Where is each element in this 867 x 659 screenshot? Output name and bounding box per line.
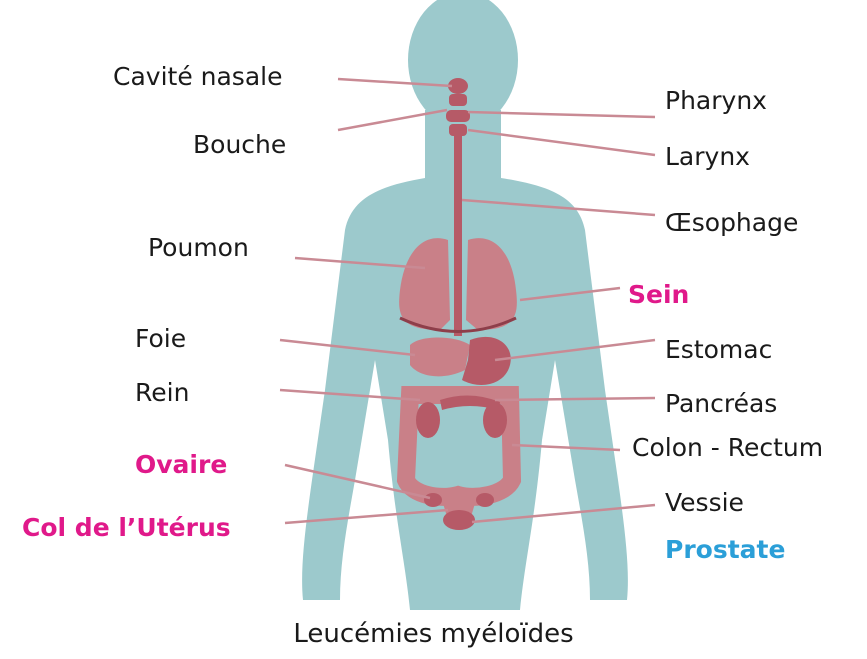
label-ovaire: Ovaire (135, 450, 227, 480)
label-bouche: Bouche (193, 130, 286, 160)
liver-organ (410, 338, 470, 377)
label-rein: Rein (135, 378, 189, 408)
label-oesophage: Œsophage (665, 208, 798, 238)
trachea-organ (449, 124, 467, 136)
larynx-organ (446, 110, 470, 122)
label-foie: Foie (135, 324, 186, 354)
left-ovary-organ (424, 493, 442, 507)
label-pharynx: Pharynx (665, 86, 767, 116)
label-vessie: Vessie (665, 488, 744, 518)
oesophagus-organ (454, 136, 462, 336)
right-ovary-organ (476, 493, 494, 507)
pharynx-organ (449, 94, 467, 106)
label-estomac: Estomac (665, 335, 772, 365)
label-pancreas: Pancréas (665, 389, 777, 419)
label-cavite-nasale: Cavité nasale (113, 62, 282, 92)
bladder-organ (443, 510, 475, 530)
label-col-uterus: Col de l’Utérus (22, 513, 231, 543)
label-larynx: Larynx (665, 142, 750, 172)
label-poumon: Poumon (148, 233, 249, 263)
diagram-caption: Leucémies myéloïdes (0, 619, 867, 649)
label-prostate: Prostate (665, 535, 785, 565)
label-colon-rectum: Colon - Rectum (632, 433, 823, 463)
left-kidney-organ (416, 402, 440, 438)
label-sein: Sein (628, 280, 689, 310)
